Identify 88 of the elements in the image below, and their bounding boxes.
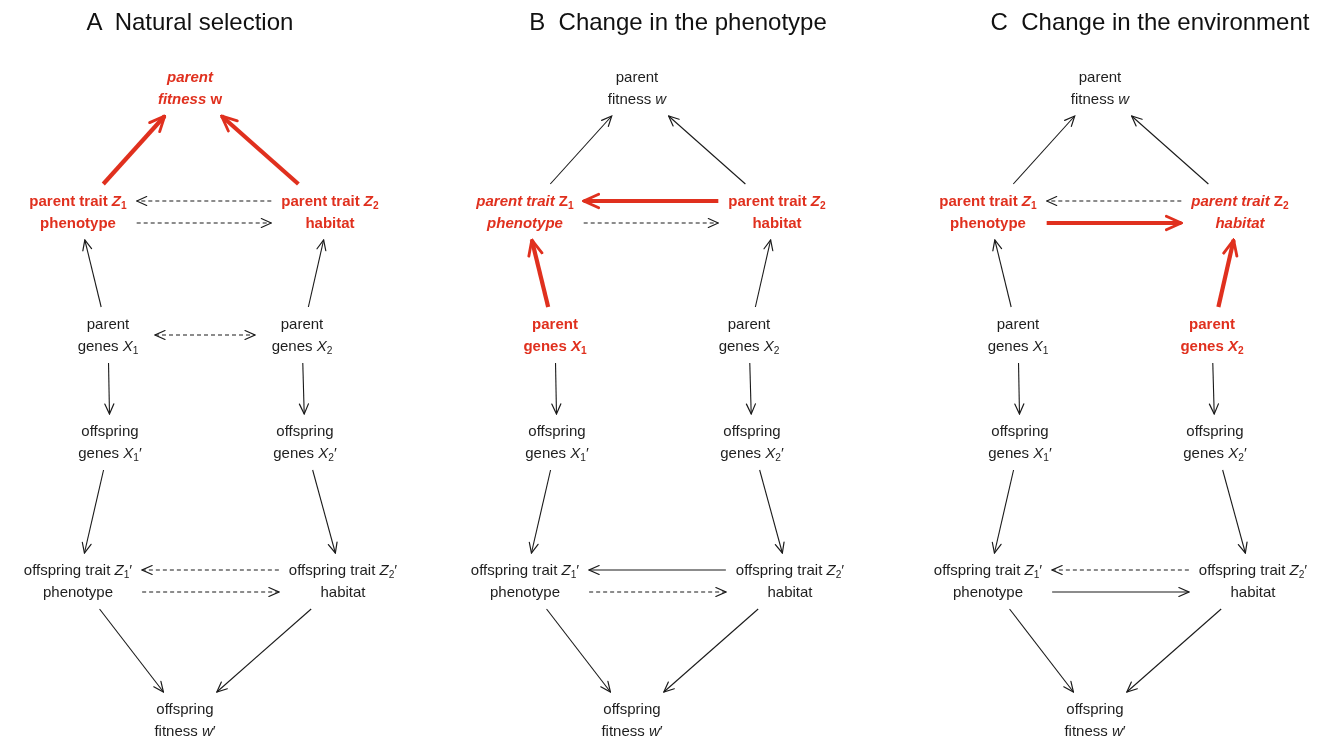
arrow	[216, 608, 312, 693]
node-sublabel: phenotype	[488, 582, 562, 602]
arrow	[1222, 469, 1248, 554]
node-sublabel: phenotype	[949, 213, 1027, 233]
arrow	[1046, 195, 1182, 207]
arrow	[136, 195, 272, 207]
node-label: parent fitness w	[606, 67, 668, 109]
node-label: offspring genes X$_{2}$′	[1182, 421, 1248, 464]
node-label: offspring genes X$_{1}$′	[987, 421, 1053, 464]
node-sublabel: habitat	[1214, 213, 1266, 233]
arrow	[101, 114, 167, 186]
arrow	[141, 586, 280, 598]
node-label: offspring trait Z$_{1}$′	[470, 560, 580, 581]
node-sublabel: habitat	[1229, 582, 1277, 602]
arrow	[307, 239, 327, 308]
panel-heading: C Change in the environment	[990, 8, 1310, 36]
node-label: parent genes X$_{2}$	[717, 314, 781, 357]
arrow	[1126, 608, 1222, 693]
arrow	[141, 564, 280, 576]
node-label: offspring genes X$_{2}$′	[272, 421, 338, 464]
node-label: parent trait Z$_{2}$	[1191, 191, 1289, 212]
arrow	[1208, 362, 1220, 415]
arrow	[759, 469, 785, 554]
node-sublabel: phenotype	[41, 582, 115, 602]
node-sublabel: habitat	[751, 213, 803, 233]
arrow	[1014, 362, 1025, 415]
arrow	[298, 362, 310, 415]
node-label: parent fitness w	[156, 67, 224, 109]
arrow	[991, 469, 1015, 554]
arrow	[546, 608, 612, 693]
arrow	[1046, 214, 1183, 232]
node-label: offspring genes X$_{1}$′	[77, 421, 143, 464]
node-label: offspring trait Z$_{1}$′	[23, 560, 133, 581]
arrow	[551, 362, 562, 415]
node-label: offspring trait Z$_{2}$′	[1198, 560, 1308, 581]
arrow	[663, 608, 759, 693]
node-label: offspring fitness w′	[153, 699, 217, 741]
panel-heading: A Natural selection	[86, 8, 294, 36]
arrow	[82, 239, 102, 308]
node-label: offspring trait Z$_{2}$′	[288, 560, 398, 581]
node-label: offspring fitness w′	[600, 699, 664, 741]
arrow	[154, 329, 256, 341]
arrow	[1051, 564, 1190, 576]
arrow	[1009, 608, 1075, 693]
arrow	[136, 217, 272, 229]
node-sublabel: phenotype	[485, 213, 564, 233]
node-label: parent trait Z$_{2}$	[728, 191, 826, 212]
node-label: offspring genes X$_{2}$′	[719, 421, 785, 464]
arrow	[1051, 586, 1190, 598]
arrow	[549, 115, 613, 185]
arrow	[99, 608, 165, 693]
node-label: parent genes X$_{1}$	[522, 314, 588, 357]
arrow	[588, 564, 727, 576]
node-sublabel: habitat	[766, 582, 814, 602]
node-label: parent trait Z$_{2}$	[281, 191, 379, 212]
arrow	[582, 192, 719, 210]
node-label: offspring genes X$_{1}$′	[524, 421, 590, 464]
node-label: parent trait Z$_{1}$	[939, 191, 1037, 212]
arrow	[1131, 115, 1209, 185]
node-sublabel: habitat	[319, 582, 367, 602]
arrow	[312, 469, 338, 554]
arrow	[583, 217, 719, 229]
node-label: parent genes X$_{1}$	[986, 314, 1050, 357]
arrow	[1216, 238, 1239, 308]
node-label: parent fitness w	[1069, 67, 1131, 109]
node-label: offspring fitness w′	[1063, 699, 1127, 741]
arrow	[1012, 115, 1076, 185]
arrow	[668, 115, 746, 185]
panel-heading: B Change in the phenotype	[529, 8, 827, 36]
arrow	[220, 114, 300, 186]
arrow	[81, 469, 105, 554]
node-label: offspring trait Z$_{1}$′	[933, 560, 1043, 581]
arrow	[745, 362, 757, 415]
node-label: parent genes X$_{2}$	[270, 314, 334, 357]
arrow	[754, 239, 774, 308]
node-label: parent trait Z$_{1}$	[476, 191, 574, 212]
node-label: parent trait Z$_{1}$	[29, 191, 127, 212]
arrow	[588, 586, 727, 598]
arrow	[528, 469, 552, 554]
arrow	[527, 238, 551, 308]
node-label: offspring trait Z$_{2}$′	[735, 560, 845, 581]
node-sublabel: phenotype	[951, 582, 1025, 602]
node-sublabel: habitat	[304, 213, 356, 233]
node-label: parent genes X$_{1}$	[76, 314, 140, 357]
node-sublabel: phenotype	[39, 213, 117, 233]
arrow	[104, 362, 115, 415]
node-label: parent genes X$_{2}$	[1179, 314, 1245, 357]
arrow	[992, 239, 1012, 308]
